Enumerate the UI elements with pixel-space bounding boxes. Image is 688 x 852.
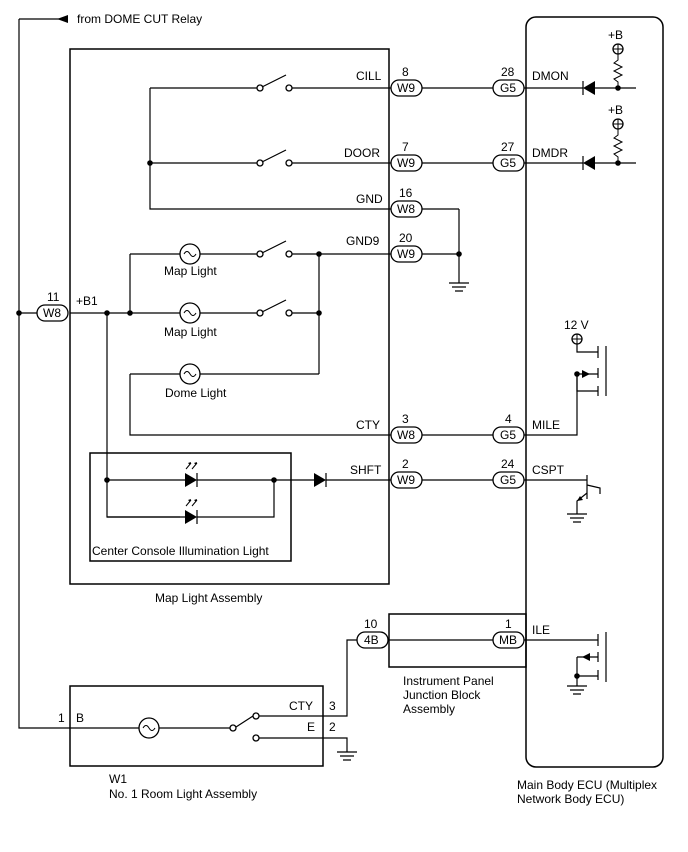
ecu-dmon-dmdr: +B DMON +B DMDR [526,28,636,170]
room-light-assembly: W1 No. 1 Room Light Assembly [69,685,324,801]
connector-pin: 20 [399,231,413,245]
ipjb-label-line2: Junction Block [403,688,481,702]
map-light-assembly: Map Light Assembly [69,48,390,605]
v12-label: 12 V [564,318,589,332]
ecu-label-line2: Network Body ECU) [517,792,624,806]
ipjb-label-line3: Assembly [403,702,455,716]
map-light-assembly-label: Map Light Assembly [155,591,262,605]
cill-circuit: CILL [149,69,526,210]
connector-code: W8 [397,202,415,216]
room-b-label: B [76,711,84,725]
room-light-code: W1 [109,772,127,786]
connector-code: W9 [397,156,415,170]
room-cty-label: CTY [289,699,313,713]
connector-pin: 11 [47,290,60,304]
map-light-1-label: Map Light [164,264,217,278]
connector-code: W9 [397,247,415,261]
connector-w9-20: W9 20 [390,231,423,263]
ecu-label-line1: Main Body ECU (Multiplex [517,778,657,792]
main-body-ecu: Main Body ECU (Multiplex Network Body EC… [517,16,664,806]
connector-pin: 27 [501,140,515,154]
connector-w8-16: W8 16 [390,186,423,218]
ccil-label: Center Console Illumination Light [92,544,269,558]
room-cty-pin: 3 [329,699,336,713]
connector-code: G5 [500,81,516,95]
connector-pin: 4 [505,412,512,426]
connector-g5-28: G5 28 [492,65,525,97]
cty-label: CTY [356,418,380,432]
dome-light-label: Dome Light [165,386,227,400]
connector-pin: 1 [505,617,512,631]
connector-pin: 28 [501,65,515,79]
connector-pin: 10 [364,617,378,631]
room-e-label: E [307,720,315,734]
room-light-wiring: 1 B CTY 3 E 2 [58,639,526,761]
connector-mb-1: MB 1 [492,617,525,649]
ecu-mile: 12 V MILE [526,318,607,436]
connectors: W8 11 W9 8 G5 28 W9 7 G5 27 W8 [36,65,525,649]
connector-code: G5 [500,428,516,442]
connector-code: W8 [397,428,415,442]
b-label-1: +B [608,28,623,42]
center-console-illumination: Center Console Illumination Light SHFT [89,313,526,562]
dome-cut-feed: from DOME CUT Relay [16,12,202,729]
gnd9-label: GND9 [346,234,380,248]
b-label-2: +B [608,103,623,117]
connector-code: W8 [43,306,61,320]
dmon-label: DMON [532,69,569,83]
connector-pin: 8 [402,65,409,79]
connector-code: W9 [397,81,415,95]
from-dome-cut-relay-label: from DOME CUT Relay [77,12,202,26]
connector-code: MB [499,633,517,647]
connector-w9-8: W9 8 [390,65,423,97]
connector-w8-11: W8 11 [36,290,69,322]
room-light-name: No. 1 Room Light Assembly [109,787,257,801]
mile-label: MILE [532,418,560,432]
gnd-label: GND [356,192,383,206]
ecu-ile: ILE [526,623,607,695]
shft-label: SHFT [350,463,382,477]
door-label: DOOR [344,146,380,160]
cill-label: CILL [356,69,382,83]
room-e-pin: 2 [329,720,336,734]
connector-pin: 16 [399,186,413,200]
connector-pin: 3 [402,412,409,426]
connector-code: 4B [364,633,379,647]
ile-label: ILE [532,623,550,637]
connector-4b-10: 4B 10 [356,617,389,649]
connector-pin: 7 [402,140,409,154]
connector-code: W9 [397,473,415,487]
connector-g5-24: G5 24 [492,457,525,489]
map-light-2-label: Map Light [164,325,217,339]
door-circuit: DOOR [147,146,526,167]
connector-w9-2: W9 2 [390,457,423,489]
connector-pin: 24 [501,457,515,471]
connector-w9-7: W9 7 [390,140,423,172]
ipjb-label-line1: Instrument Panel [403,674,494,688]
map-light-circuits: Map Light GND9 Map Light +B1 Dome Light [70,234,389,400]
connector-pin: 2 [402,457,409,471]
ecu-cspt: CSPT [526,463,601,523]
connector-code: G5 [500,473,516,487]
cspt-label: CSPT [532,463,565,477]
dmdr-label: DMDR [532,146,568,160]
connector-g5-4: G5 4 [492,412,525,444]
room-b-pin: 1 [58,711,65,725]
connector-w8-3: W8 3 [390,412,423,444]
connector-code: G5 [500,156,516,170]
connector-g5-27: G5 27 [492,140,525,172]
b1-label: +B1 [76,294,98,308]
